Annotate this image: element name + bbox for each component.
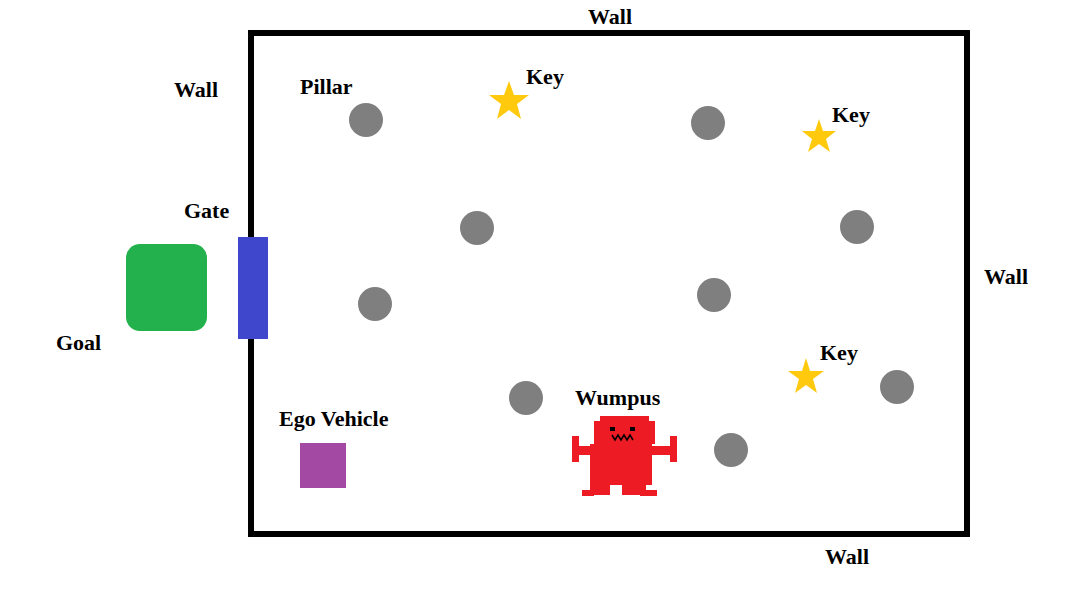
map-label: Wall: [588, 4, 632, 30]
goal-zone: [126, 244, 207, 331]
map-label: Wall: [825, 544, 869, 570]
keys: [489, 81, 836, 393]
map-label: Key: [820, 340, 858, 366]
ego-vehicle: [300, 443, 346, 488]
arena-wall: [251, 33, 967, 534]
map-label: Wumpus: [575, 385, 660, 411]
map-label: Key: [832, 102, 870, 128]
map-label: Gate: [184, 198, 229, 224]
wumpus-figure: [572, 416, 677, 496]
pillars: [349, 103, 914, 467]
map-label: Wall: [984, 264, 1028, 290]
map-label: Ego Vehicle: [279, 406, 388, 432]
map-label: Goal: [56, 330, 101, 356]
map-label: Wall: [174, 77, 218, 103]
gate-bar: [238, 237, 268, 339]
map-label: Key: [526, 64, 564, 90]
map-label: Pillar: [300, 74, 353, 100]
